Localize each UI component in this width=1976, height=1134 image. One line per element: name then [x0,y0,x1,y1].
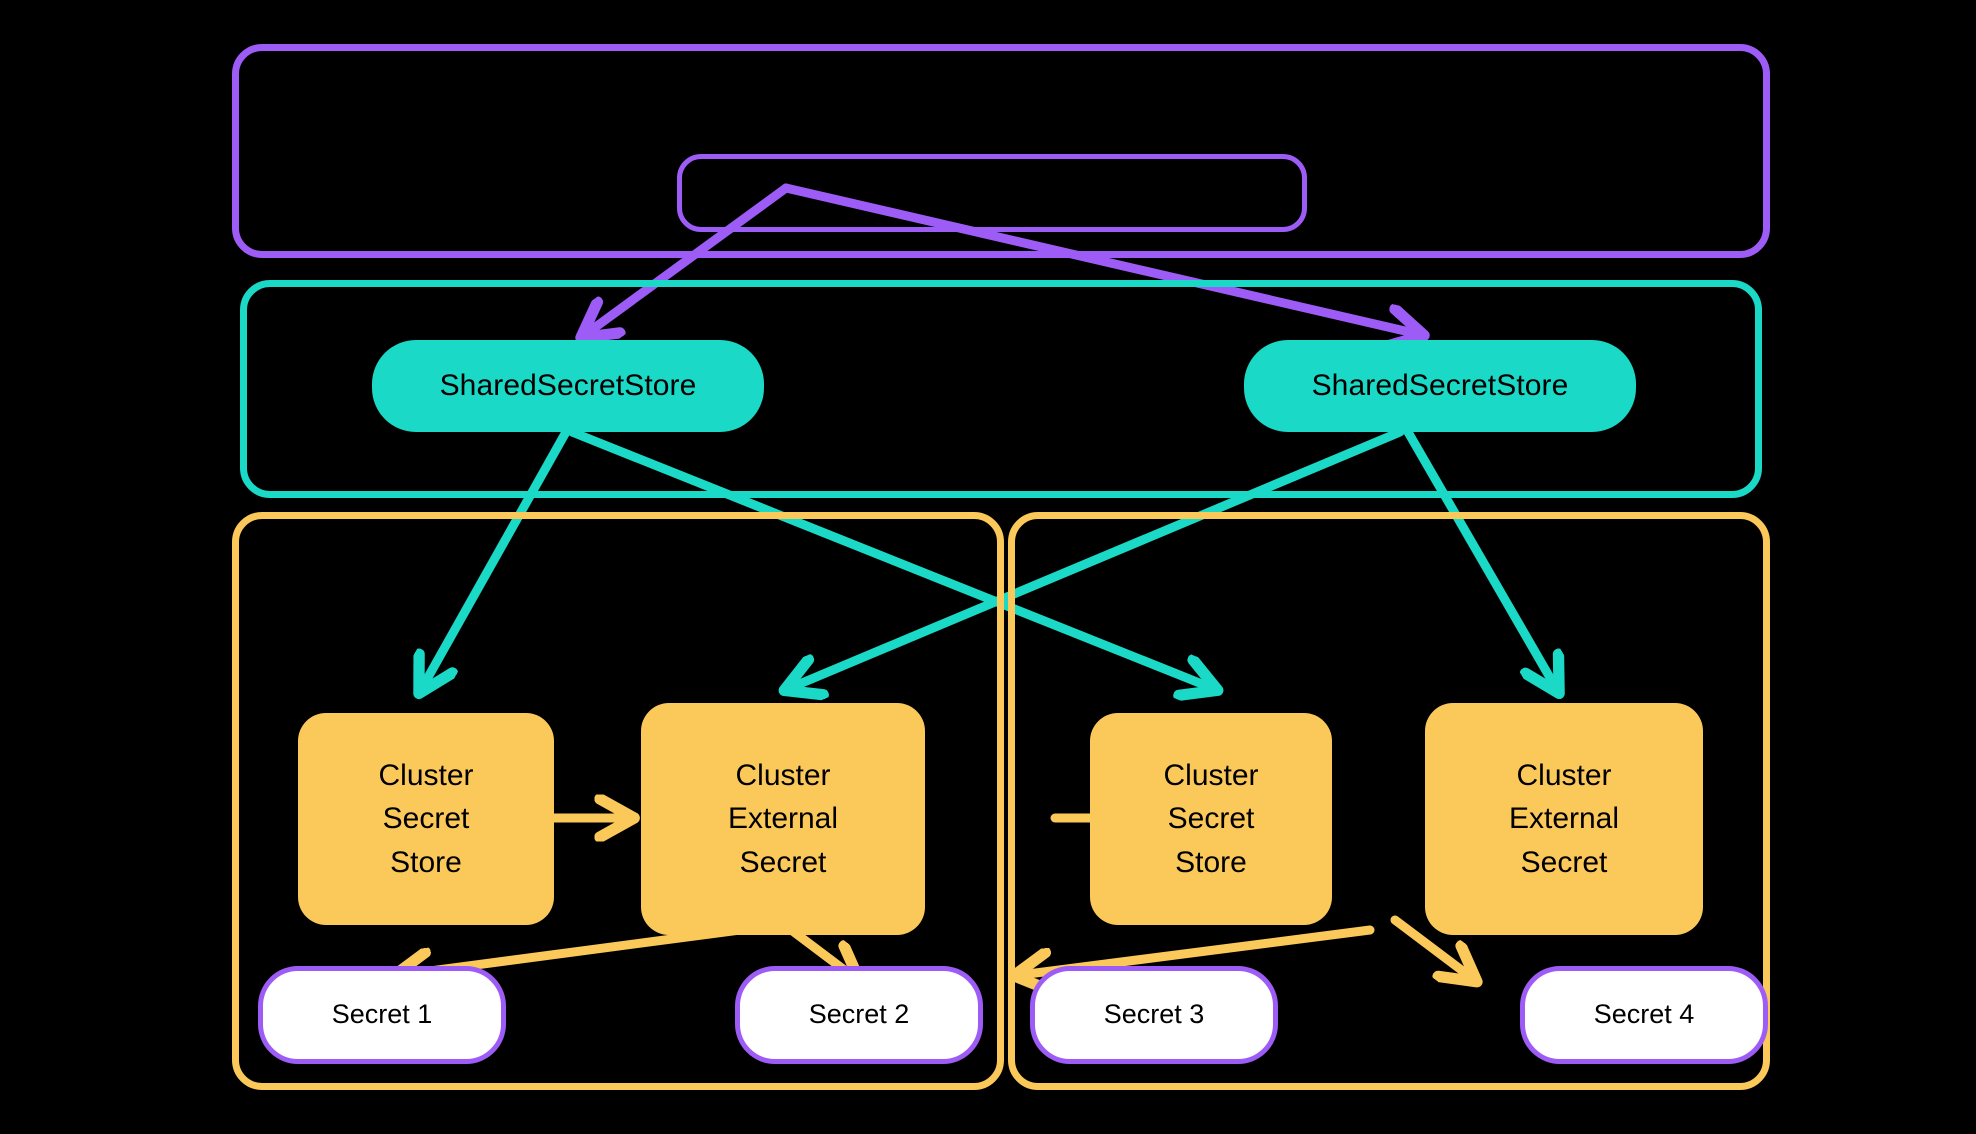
shared-secret-store-left[interactable]: SharedSecretStore [372,340,764,432]
cluster-external-secret-right[interactable]: Cluster External Secret [1425,703,1703,935]
secret-3[interactable]: Secret 3 [1030,966,1278,1064]
cluster-external-secret-right-line-3: Secret [1520,845,1608,879]
cluster-secret-store-right[interactable]: Cluster Secret Store [1090,713,1332,925]
secret-1-label: Secret 1 [331,999,433,1030]
secret-4[interactable]: Secret 4 [1520,966,1768,1064]
cluster-secret-store-right-line-1: Cluster [1163,758,1259,792]
cluster-secret-store-right-line-3: Store [1175,845,1247,879]
cluster-external-secret-left-line-2: External [727,802,839,836]
secret-2[interactable]: Secret 2 [735,966,983,1064]
secret-1[interactable]: Secret 1 [258,966,506,1064]
cluster-secret-store-left[interactable]: Cluster Secret Store [298,713,554,925]
provider-capsule[interactable] [677,154,1307,232]
shared-secret-store-right[interactable]: SharedSecretStore [1244,340,1636,432]
cluster-external-secret-left-line-3: Secret [739,845,827,879]
cluster-secret-store-right-line-2: Secret [1167,802,1255,836]
secret-3-label: Secret 3 [1103,999,1205,1030]
cluster-external-secret-right-line-1: Cluster [1516,758,1612,792]
cluster-secret-store-left-line-2: Secret [382,802,470,836]
cluster-secret-store-left-line-3: Store [390,845,462,879]
cluster-external-secret-left-line-1: Cluster [735,758,831,792]
cluster-external-secret-right-line-2: External [1508,802,1620,836]
secret-4-label: Secret 4 [1593,999,1695,1030]
secret-2-label: Secret 2 [808,999,910,1030]
cluster-secret-store-left-line-1: Cluster [378,758,474,792]
shared-secret-store-right-label: SharedSecretStore [1311,369,1569,403]
cluster-external-secret-left[interactable]: Cluster External Secret [641,703,925,935]
shared-secret-store-left-label: SharedSecretStore [439,369,697,403]
